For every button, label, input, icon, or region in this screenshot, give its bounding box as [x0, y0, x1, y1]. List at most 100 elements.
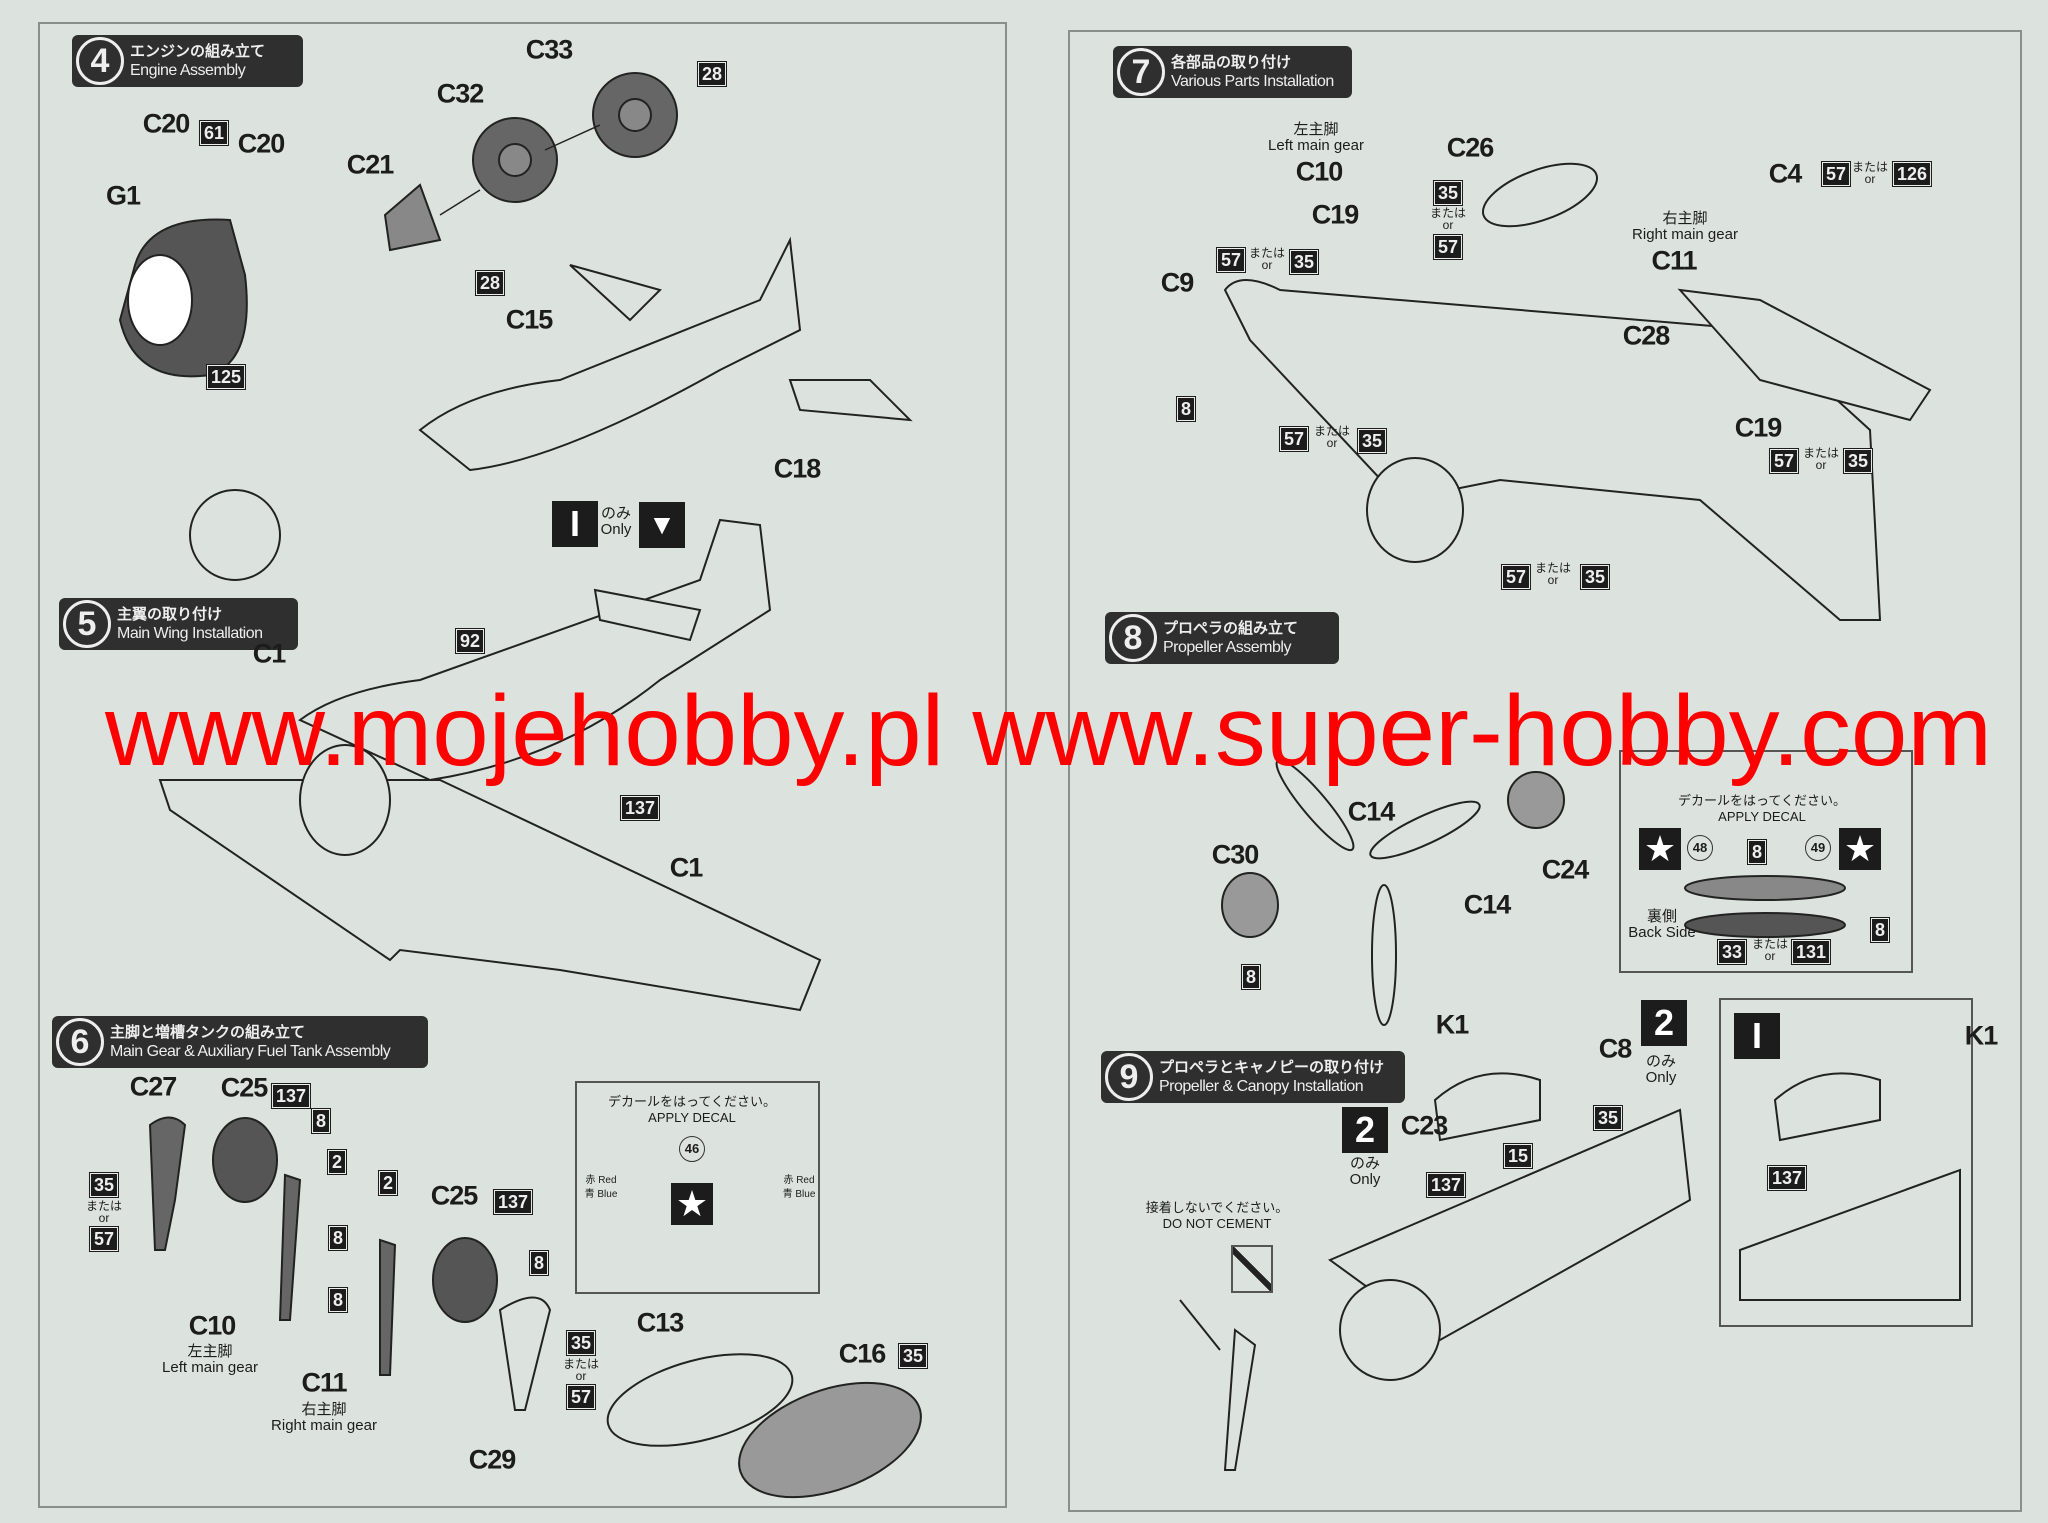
paint-code: 57 [1215, 247, 1247, 273]
or-en: or [1815, 458, 1827, 472]
part-label: C14 [1347, 796, 1396, 827]
blade-decal-back [1684, 912, 1846, 938]
part-label: C16 [838, 1338, 887, 1369]
step-number: 6 [56, 1018, 104, 1066]
blue-label: 青 Blue [584, 1189, 618, 1200]
part-label: C30 [1211, 839, 1260, 870]
watermark-text: www.mojehobby.pl www.super-hobby.com [104, 675, 1992, 787]
engine-c32-drawing [472, 117, 558, 203]
step-title-en: Propeller & Canopy Installation [1159, 1078, 1364, 1095]
only-en: Only [1645, 1069, 1677, 1086]
gear-strut-right-drawing [379, 1238, 397, 1376]
paint-code: 8 [327, 1225, 349, 1251]
nocement-jp: 接着しないでください。 [1145, 1200, 1289, 1215]
red-label: 赤 Red [783, 1175, 815, 1186]
aircraft-underside-step7-drawing [1223, 162, 1932, 621]
paint-code: 8 [327, 1287, 349, 1313]
version-2-badge: 2 [1641, 1000, 1687, 1046]
version-1-badge: I [552, 501, 598, 547]
version-2-badge: 2 [1342, 1107, 1388, 1153]
only-en: Only [600, 521, 632, 538]
paint-code: 61 [198, 120, 230, 146]
spinner-c30-drawing [1221, 872, 1279, 938]
caption-en: Left main gear [1268, 137, 1364, 154]
paint-code: 57 [1820, 161, 1852, 187]
or-jp: または [1851, 160, 1889, 174]
or-jp: または [1751, 937, 1789, 951]
part-label: C8 [1598, 1033, 1633, 1064]
version-1-badge: I [1734, 1013, 1780, 1059]
step-title-jp: 主翼の取り付け [117, 606, 223, 623]
part-label: C32 [436, 78, 485, 109]
part-label: C26 [1446, 132, 1495, 163]
paint-code: 2 [326, 1149, 348, 1175]
or-jp: または [85, 1199, 123, 1213]
step-title-en: Engine Assembly [130, 62, 246, 79]
part-label: K1 [1435, 1009, 1470, 1040]
star-decal-icon: ★ [1639, 828, 1681, 870]
no-cement-icon [1231, 1245, 1273, 1293]
prop-hub-c24-drawing [1507, 771, 1565, 829]
caption-en: Back Side [1628, 924, 1696, 941]
paint-code: 8 [1240, 964, 1262, 990]
paint-code: 35 [1842, 448, 1874, 474]
part-label: C14 [1463, 889, 1512, 920]
step-number: 5 [63, 600, 111, 648]
fuel-tank-c13-drawing [606, 1353, 794, 1447]
paint-code: 137 [270, 1083, 312, 1109]
paint-code: 35 [1579, 564, 1611, 590]
caption-jp: 左主脚 [1293, 121, 1339, 138]
step-number: 8 [1109, 614, 1157, 662]
part-label: C20 [237, 128, 286, 159]
engine-c33-drawing [592, 72, 678, 158]
part-label: C1 [252, 638, 287, 669]
cement-icon: ▼ [639, 502, 685, 548]
step-number: 7 [1117, 48, 1165, 96]
or-en: or [575, 1369, 587, 1383]
paint-code: 28 [474, 270, 506, 296]
step-number: 9 [1105, 1053, 1153, 1101]
apply-decal-note: デカールをはってください。APPLY DECAL [608, 1094, 776, 1126]
part-label: C9 [1160, 267, 1195, 298]
part-label: C29 [468, 1444, 517, 1475]
paint-code: 33 [1716, 939, 1748, 965]
paint-code: 137 [1766, 1165, 1808, 1191]
step-title-en: Propeller Assembly [1163, 639, 1291, 656]
part-label: C21 [346, 149, 395, 180]
part-label: C19 [1311, 199, 1360, 230]
step-5-header: 5 主翼の取り付け Main Wing Installation [59, 598, 298, 650]
step-title-jp: プロペラとキャノピーの取り付け [1159, 1059, 1385, 1076]
decal-number: 48 [1687, 835, 1713, 861]
paint-code: 8 [1869, 917, 1891, 943]
part-label: C19 [1734, 412, 1783, 443]
caption-jp: 左主脚 [187, 1343, 233, 1360]
only-en: Only [1349, 1171, 1381, 1188]
decal-number: 49 [1805, 835, 1831, 861]
or-en: or [1547, 573, 1559, 587]
paint-code: 35 [897, 1343, 929, 1369]
decal-inset-step6 [575, 1081, 820, 1294]
part-label: C28 [1622, 320, 1671, 351]
caption-jp: 裏側 [1646, 908, 1678, 925]
only-jp: のみ [1645, 1053, 1676, 1070]
prop-blade-drawing-2 [1369, 800, 1481, 860]
gear-door-c29-drawing [498, 1296, 552, 1411]
or-en: or [1261, 258, 1273, 272]
step-9-header: 9 プロペラとキャノピーの取り付け Propeller & Canopy Inst… [1101, 1051, 1405, 1103]
decal-number: 46 [679, 1136, 705, 1162]
paint-code: 57 [1278, 426, 1310, 452]
paint-code: 137 [1425, 1172, 1467, 1198]
step-title-en: Main Wing Installation [117, 625, 263, 642]
part-label: C24 [1541, 854, 1590, 885]
caption-en: Right main gear [1632, 226, 1738, 243]
part-label: G1 [105, 180, 141, 211]
